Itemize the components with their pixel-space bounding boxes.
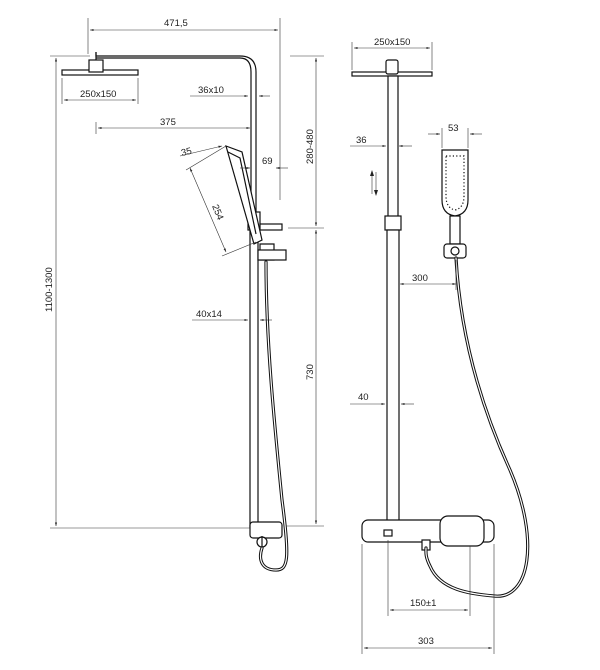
dim-mixer-height: 730 [305, 364, 316, 380]
shower-arm-side [95, 52, 257, 228]
lower-tube-front [386, 229, 400, 527]
slide-arrows [370, 170, 378, 196]
dim-overhead-head-side: 250x150 [80, 89, 116, 100]
dim-mixer-width: 303 [418, 636, 434, 647]
dim-tube-lower: 40 [358, 392, 369, 403]
upper-tube-front [387, 75, 399, 219]
dim-arm-300: 300 [412, 273, 428, 284]
dim-offset: 69 [262, 156, 273, 167]
hand-shower-side [225, 145, 287, 261]
dim-arm-section: 36x10 [198, 85, 224, 96]
hand-shower-front [441, 149, 469, 259]
dim-total-height: 1100-1300 [44, 267, 55, 312]
dim-handle-depth: 35 [180, 146, 193, 159]
dim-rail-section: 40x14 [196, 309, 222, 320]
overhead-shower-head-front [351, 59, 433, 77]
dim-hand-reach: 375 [160, 117, 176, 128]
diverter-knob-side [259, 223, 283, 231]
dim-hand-width: 53 [448, 123, 459, 134]
thermostatic-mixer-front [361, 515, 495, 551]
dim-slide-range: 280-480 [305, 129, 316, 164]
side-view: 471,5 250x150 36x10 375 35 254 69 280-48… [44, 18, 324, 572]
dim-centers: 150±1 [410, 598, 436, 609]
dim-tube-upper: 36 [356, 135, 367, 146]
dim-overhead-head-front: 250x150 [374, 37, 410, 48]
dim-total-reach: 471,5 [164, 18, 188, 29]
front-view: 250x150 36 53 300 40 150±1 303 [350, 37, 530, 654]
tube-connector-front [384, 215, 402, 231]
wall-elbow-side [249, 521, 283, 548]
